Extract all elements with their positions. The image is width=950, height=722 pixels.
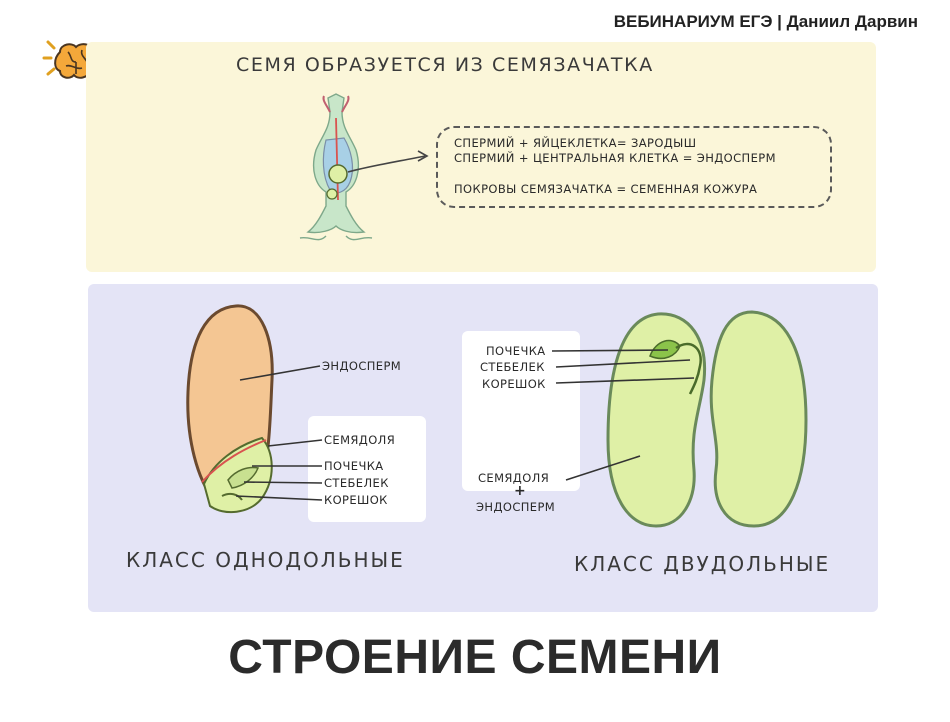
dicot-stem-label: СТЕБЕЛЕК bbox=[480, 360, 545, 374]
monocot-root-label: КОРЕШОК bbox=[324, 493, 388, 507]
dicot-plus-label: + bbox=[514, 483, 527, 499]
monocot-cotyledon-label: СЕМЯДОЛЯ bbox=[324, 433, 396, 447]
monocot-title: КЛАСС ОДНОДОЛЬНЫЕ bbox=[126, 548, 405, 572]
header-credit: ВЕБИНАРИУМ ЕГЭ | Даниил Дарвин bbox=[613, 12, 918, 31]
monocot-endosperm-label: ЭНДОСПЕРМ bbox=[322, 359, 402, 373]
pistil-illustration bbox=[299, 93, 373, 241]
dicot-pointers bbox=[551, 349, 695, 481]
formula-endosperm: СПЕРМИЙ + ЦЕНТРАЛЬНАЯ КЛЕТКА = ЭНДОСПЕРМ bbox=[454, 151, 776, 165]
monocot-seed bbox=[186, 304, 274, 514]
monocot-label-box bbox=[308, 416, 426, 522]
monocot-pointers bbox=[235, 365, 323, 501]
dicot-label-box bbox=[462, 331, 580, 491]
ovule-heading: СЕМЯ ОБРАЗУЕТСЯ ИЗ СЕМЯЗАЧАТКА bbox=[236, 54, 654, 76]
ovule-panel bbox=[86, 42, 876, 272]
formula-zygote: СПЕРМИЙ + ЯЙЦЕКЛЕТКА= ЗАРОДЫШ bbox=[454, 136, 697, 150]
dicot-cotyledon-label: СЕМЯДОЛЯ bbox=[478, 471, 550, 485]
dicot-endosperm-label: ЭНДОСПЕРМ bbox=[476, 500, 556, 514]
formula-seed-coat: ПОКРОВЫ СЕМЯЗАЧАТКА = СЕМЕННАЯ КОЖУРА bbox=[454, 182, 758, 196]
formula-box bbox=[436, 126, 832, 208]
page-title: СТРОЕНИЕ СЕМЕНИ bbox=[228, 631, 722, 684]
dicot-seed bbox=[606, 310, 808, 528]
pistil-arrow bbox=[347, 155, 426, 173]
dicot-bud-label: ПОЧЕЧКА bbox=[486, 344, 546, 358]
dicot-root-label: КОРЕШОК bbox=[482, 377, 546, 391]
dicot-title: КЛАСС ДВУДОЛЬНЫЕ bbox=[574, 552, 831, 576]
monocot-bud-label: ПОЧЕЧКА bbox=[324, 459, 384, 473]
monocot-stem-label: СТЕБЕЛЕК bbox=[324, 476, 389, 490]
